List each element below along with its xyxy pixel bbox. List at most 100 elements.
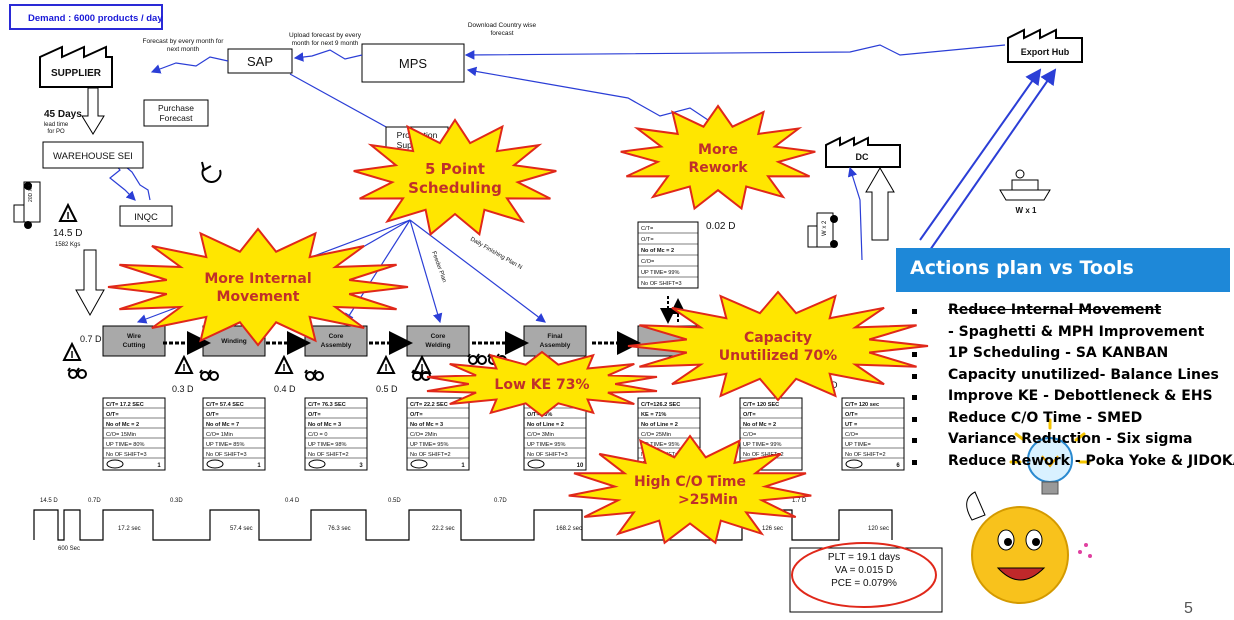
process-stat: C/T= 22.2 SEC: [410, 402, 448, 408]
burst-text: Movement: [217, 289, 300, 305]
process-box: C/T= 120 secO/T=UT =C/O=UP TIME=No OF SH…: [842, 398, 904, 470]
process-name: Core: [329, 333, 344, 340]
process-stat: O/T=: [410, 412, 423, 418]
sap-to-supplier-arrow: [152, 57, 228, 72]
process-stat: UP TIME= 85%: [206, 442, 245, 448]
action-item: Reduce Internal Movement: [912, 300, 1232, 322]
summary-pce: PCE = 0.079%: [831, 578, 897, 589]
dc-label: DC: [856, 152, 869, 162]
truck-left-icon: [14, 182, 40, 229]
process-stat: No of Mc = 7: [206, 422, 239, 428]
daily-plan-note: Daily Finishing Plan N: [469, 237, 523, 272]
process-stat: C/T= 17.2 SEC: [106, 402, 144, 408]
timeline-process-label: 126 sec: [762, 526, 783, 532]
burst-rework: MoreRework: [621, 106, 816, 209]
timeline-wait-label: 0.7D: [494, 498, 507, 504]
process-name: Welding: [425, 342, 450, 349]
process-stat: C/O= 2Min: [410, 432, 437, 438]
process-name: Wire: [127, 333, 141, 340]
process-name: Assembly: [321, 342, 352, 349]
process-stat: No OF SHIFT=2: [845, 452, 886, 458]
process-name: Cutting: [123, 342, 146, 349]
burst-internal: More InternalMovement: [108, 229, 408, 345]
ship-label: W x 1: [1016, 206, 1037, 215]
download-country-note-2: forecast: [490, 30, 513, 37]
burst-shape: [108, 229, 408, 345]
process-stat: No OF SHIFT=3: [527, 452, 568, 458]
page-number: 5: [1184, 600, 1193, 618]
purchase-forecast-label-2: Forecast: [159, 113, 193, 123]
summary-plt: PLT = 19.1 days: [828, 552, 900, 563]
timeline-wait-label: 0.7D: [88, 498, 101, 504]
process-stat: No of Mc = 2: [743, 422, 776, 428]
process-stat: No OF SHIFT=3: [106, 452, 147, 458]
dc-stat: C/T=: [641, 226, 653, 232]
feeder-plan-note: Feeder Plan: [430, 251, 447, 284]
timeline-process-label: 17.2 sec: [118, 526, 141, 532]
action-item: Improve KE - Debottleneck & EHS: [912, 386, 1232, 408]
burst-text: Low KE 73%: [494, 377, 589, 393]
inqc-label: INQC: [134, 212, 158, 223]
timeline-process-label: 57.4 sec: [230, 526, 253, 532]
inventory-label-3: 0.5 D: [376, 384, 398, 394]
burst-text: High C/O Time: [634, 474, 746, 490]
process-name: Final: [547, 333, 562, 340]
process-name: Core: [431, 333, 446, 340]
timeline-process-label: 600 Sec: [58, 546, 80, 552]
export-hub-factory-icon: [1008, 30, 1082, 62]
export-to-mps-arrow: [466, 45, 1005, 55]
timeline-wait-label: 0.4 D: [285, 498, 300, 504]
process-stat: UP TIME= 95%: [527, 442, 566, 448]
process-stat: C/T= 76.3 SEC: [308, 402, 346, 408]
dc-stat: No OF SHIFT=3: [641, 281, 682, 287]
process-stat: UP TIME= 95%: [410, 442, 449, 448]
burst-text: Capacity: [744, 330, 812, 346]
lead-sub-1: lead time: [44, 122, 69, 128]
summary-va: VA = 0.015 D: [835, 565, 893, 576]
dc-stats-box: C/T=O/T=No of Mc = 2C/O=UP TIME= 99%No O…: [638, 222, 698, 288]
supplier-label: SUPPLIER: [51, 68, 102, 79]
process-stat: C/O= 15Min: [106, 432, 136, 438]
process-stat: UP TIME= 99%: [743, 442, 782, 448]
inventory-kgs: 1582 Kgs: [55, 242, 80, 248]
action-item: - Spaghetti & MPH Improvement: [912, 322, 1232, 344]
action-item: Reduce Rework - Poka Yoke & JIDOKA: [912, 451, 1232, 473]
lead-days: 45 Days: [44, 109, 82, 120]
download-country-note-1: Download Country wise: [468, 22, 537, 29]
process-stat: No of Line = 2: [527, 422, 564, 428]
operator-count: 10: [577, 463, 584, 469]
timeline-process-label: 22.2 sec: [432, 526, 455, 532]
process-stat: O/T=: [308, 412, 321, 418]
process-name: Winding: [221, 338, 247, 345]
raw-material-push-arrow: [76, 250, 104, 315]
process-stat: O/T=: [106, 412, 119, 418]
process-stat: C/O = 0: [308, 432, 327, 438]
process-stat: O/T=: [206, 412, 219, 418]
process-stat: C/O=: [743, 432, 756, 438]
process-stat: No of Mc = 3: [410, 422, 443, 428]
action-item: Variance Reduction - Six sigma: [912, 429, 1232, 451]
demand-label: Demand : 6000 products / day: [28, 13, 163, 24]
process-stat: C/O= 1Min: [206, 432, 233, 438]
inventory-label-2: 0.4 D: [274, 384, 296, 394]
process-stat: C/T= 120 SEC: [743, 402, 779, 408]
dc-to-export-arrow: [930, 70, 1055, 250]
inventory-label-0: 0.7 D: [80, 334, 102, 344]
dc-demand-arrow: [850, 168, 862, 260]
burst-text: Unutilized 70%: [719, 348, 837, 364]
process-stat: C/O=: [845, 432, 858, 438]
timeline-wait-label: 0.5D: [388, 498, 401, 504]
process-stat: O/T=: [845, 412, 858, 418]
inventory-days: 14.5 D: [53, 228, 82, 239]
process-stat: UP TIME=: [845, 442, 871, 448]
process-stat: No OF SHIFT=2: [308, 452, 349, 458]
burst-text: 5 Point: [425, 160, 485, 178]
burst-shape: [628, 292, 928, 400]
process-stat: C/O= 3Min: [527, 432, 554, 438]
actions-list: Reduce Internal Movement - Spaghetti & M…: [912, 300, 1232, 472]
burst-text: More Internal: [204, 271, 311, 287]
timeline-process-label: 120 sec: [868, 526, 889, 532]
process-stat: No of Line = 2: [641, 422, 678, 428]
